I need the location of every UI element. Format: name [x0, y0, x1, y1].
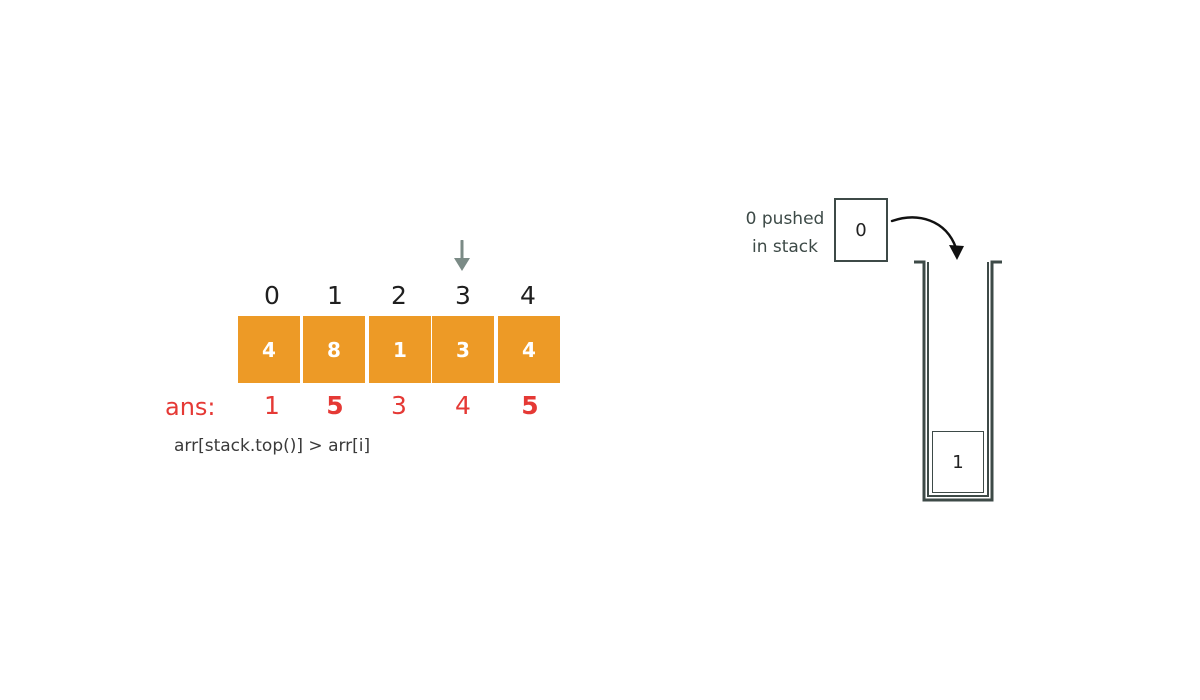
push-note-line: in stack [751, 237, 819, 257]
array-cell: 1 [369, 316, 431, 383]
array-cell: 3 [432, 316, 494, 383]
ans-value: 5 [521, 391, 539, 420]
push-note-line: 0 pushed [745, 209, 825, 229]
condition-text: arr[stack.top()] > arr[i] [174, 436, 371, 456]
index-label: 0 [264, 281, 280, 310]
curved-arrow-icon [890, 216, 964, 260]
ans-label: ans: [165, 393, 216, 421]
index-label: 2 [391, 281, 407, 310]
stack-item: 1 [932, 431, 984, 493]
ans-value: 5 [326, 391, 344, 420]
index-label: 4 [520, 281, 536, 310]
array-cell: 8 [303, 316, 365, 383]
ans-value: 4 [455, 391, 471, 420]
array-cell: 4 [238, 316, 300, 383]
push-note: 0 pushed in stack [740, 205, 830, 261]
ans-value: 1 [264, 391, 280, 420]
pushed-element: 0 [834, 198, 888, 262]
stack-container [914, 260, 1002, 502]
current-index-arrow-icon [454, 240, 470, 271]
ans-value: 3 [391, 391, 407, 420]
index-label: 1 [327, 281, 343, 310]
index-label: 3 [455, 281, 471, 310]
array-cell: 4 [498, 316, 560, 383]
